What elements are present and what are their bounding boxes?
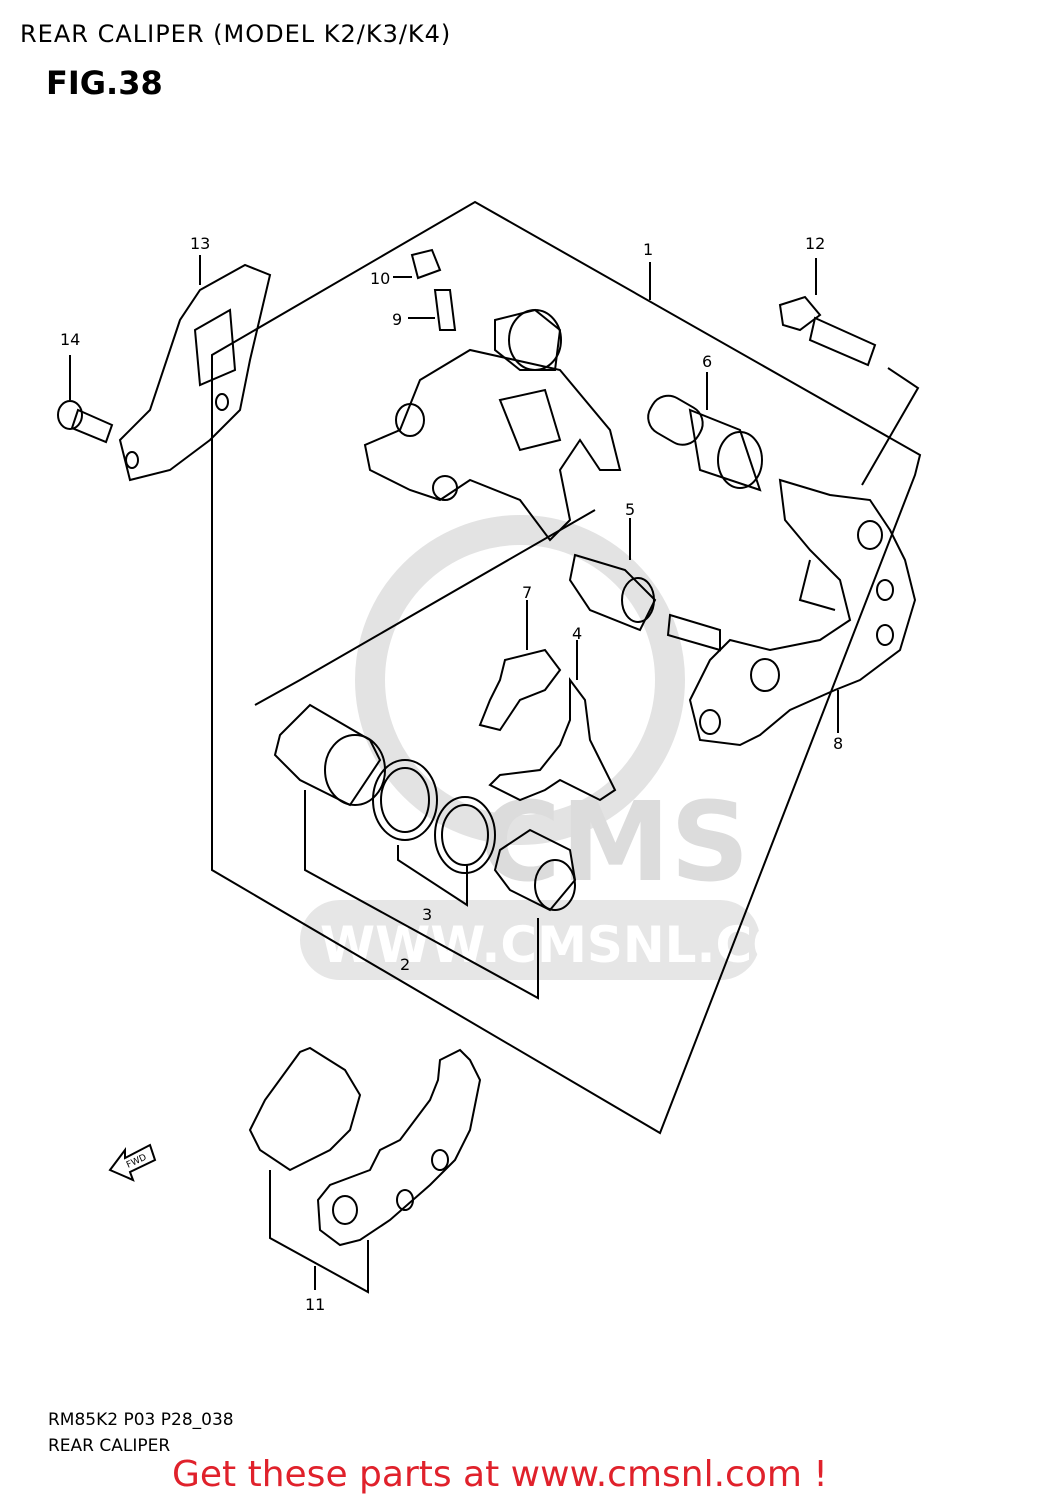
caliper-body [363, 308, 622, 542]
caliper-bolt [778, 258, 920, 486]
callout-8: 8 [833, 734, 844, 753]
cta-link[interactable]: Get these parts at www.cmsnl.com ! [172, 1454, 828, 1495]
brake-pad-set [248, 1046, 482, 1294]
callout-13: 13 [190, 234, 211, 253]
slide-pin-boot [647, 372, 763, 492]
callout-7: 7 [522, 583, 533, 602]
callout-4: 4 [572, 624, 583, 643]
diagram-code: RM85K2 P03 P28_038 [48, 1410, 234, 1430]
bleeder-valve [408, 289, 457, 331]
caliper-assembly-outline [211, 200, 922, 1135]
caliper-insert [493, 828, 577, 912]
callout-12: 12 [805, 234, 826, 253]
caliper-bracket [666, 478, 917, 747]
dust-seal [434, 796, 496, 874]
pin-boot [568, 518, 657, 632]
caliper-guard-plate [118, 255, 272, 482]
watermark-url: WWW.CMSNL.COM [320, 916, 845, 974]
watermark-brand: CMS [480, 778, 749, 906]
piston-seal [372, 759, 438, 841]
forward-arrow-icon: FWD [108, 1143, 157, 1182]
diagram-name: REAR CALIPER [48, 1436, 171, 1456]
figure-number: FIG.38 [46, 64, 163, 102]
page-title: REAR CALIPER (MODEL K2/K3/K4) [20, 20, 452, 48]
callout-11: 11 [305, 1295, 326, 1314]
callout-2: 2 [400, 955, 411, 974]
pad-retainer-clip [488, 640, 617, 802]
pad-spring [478, 600, 562, 732]
callout-5: 5 [625, 500, 636, 519]
callout-9: 9 [392, 310, 403, 329]
callout-3: 3 [422, 905, 433, 924]
callout-14: 14 [60, 330, 81, 349]
callout-10: 10 [370, 269, 391, 288]
bleeder-cap [393, 248, 442, 280]
callout-1: 1 [643, 240, 654, 259]
watermark: CMS WWW.CMSNL.COM [300, 515, 845, 980]
callout-6: 6 [702, 352, 713, 371]
guard-plate-bolt [57, 355, 114, 444]
